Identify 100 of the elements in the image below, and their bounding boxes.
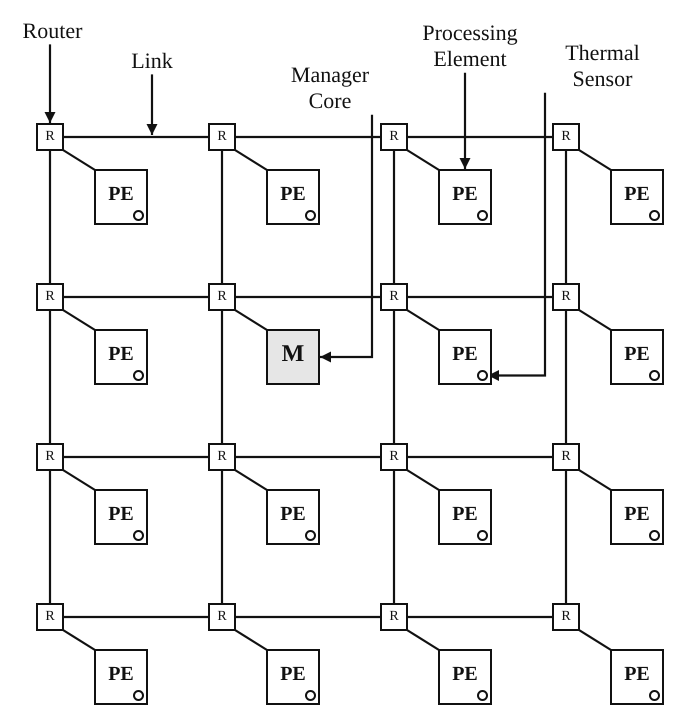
link-line [408,296,552,298]
thermal-sensor-circle [477,530,488,541]
link-line [564,311,568,443]
link-line [236,616,380,618]
annotation-label: Manager Core [270,62,390,115]
manager-label: M [282,340,304,368]
pe-label: PE [452,502,478,526]
processing-element-box [94,329,148,385]
link-line [220,311,224,443]
annotation-label: Link [120,48,184,74]
router-box: R [208,443,236,471]
link-line [406,469,440,491]
manager-core-box [266,329,320,385]
link-line [578,629,612,651]
link-line [406,629,440,651]
link-line [64,616,208,618]
thermal-sensor-circle [649,210,660,221]
link-line [48,471,52,603]
router-box: R [208,283,236,311]
router-box: R [36,443,64,471]
pe-label: PE [280,662,306,686]
processing-element-box [610,329,664,385]
pe-label: PE [452,182,478,206]
thermal-sensor-circle [649,690,660,701]
processing-element-box [610,169,664,225]
thermal-sensor-circle [477,370,488,381]
pe-label: PE [624,182,650,206]
link-line [406,149,440,171]
router-box: R [380,443,408,471]
thermal-sensor-circle [133,530,144,541]
link-line [236,296,380,298]
link-line [234,149,268,171]
thermal-sensor-circle [305,210,316,221]
leader-arrow [320,114,374,362]
link-line [48,151,52,283]
link-line [578,309,612,331]
link-line [234,469,268,491]
leader-arrow [44,44,56,123]
link-line [408,616,552,618]
thermal-sensor-circle [305,530,316,541]
processing-element-box [266,169,320,225]
link-line [564,471,568,603]
link-line [48,311,52,443]
thermal-sensor-circle [649,530,660,541]
link-line [62,469,96,491]
router-box: R [36,123,64,151]
link-line [62,629,96,651]
link-line [564,151,568,283]
pe-label: PE [280,182,306,206]
link-line [62,149,96,171]
router-box: R [552,283,580,311]
router-box: R [380,123,408,151]
processing-element-box [438,489,492,545]
router-box: R [208,123,236,151]
router-box: R [36,603,64,631]
router-box: R [552,443,580,471]
annotation-label: Router [5,18,100,44]
pe-label: PE [452,342,478,366]
processing-element-box [266,489,320,545]
thermal-sensor-circle [133,210,144,221]
pe-label: PE [108,662,134,686]
processing-element-box [94,649,148,705]
link-line [234,629,268,651]
pe-label: PE [624,342,650,366]
router-box: R [36,283,64,311]
processing-element-box [438,329,492,385]
link-line [234,309,268,331]
thermal-sensor-circle [477,690,488,701]
link-line [578,149,612,171]
link-line [406,309,440,331]
link-line [220,151,224,283]
link-line [236,136,380,138]
link-line [236,456,380,458]
thermal-sensor-circle [133,370,144,381]
link-line [392,311,396,443]
link-line [408,136,552,138]
router-box: R [552,603,580,631]
leader-arrow [146,74,158,135]
pe-label: PE [280,502,306,526]
router-box: R [380,603,408,631]
link-line [578,469,612,491]
pe-label: PE [108,502,134,526]
router-box: R [380,283,408,311]
leader-arrow [460,72,470,169]
link-line [64,296,208,298]
link-line [62,309,96,331]
router-box: R [208,603,236,631]
processing-element-box [438,169,492,225]
pe-label: PE [624,662,650,686]
link-line [392,151,396,283]
processing-element-box [94,169,148,225]
processing-element-box [94,489,148,545]
link-line [392,471,396,603]
pe-label: PE [108,182,134,206]
pe-label: PE [624,502,650,526]
processing-element-box [266,649,320,705]
link-line [64,136,208,138]
link-line [220,471,224,603]
router-box: R [552,123,580,151]
link-line [64,456,208,458]
